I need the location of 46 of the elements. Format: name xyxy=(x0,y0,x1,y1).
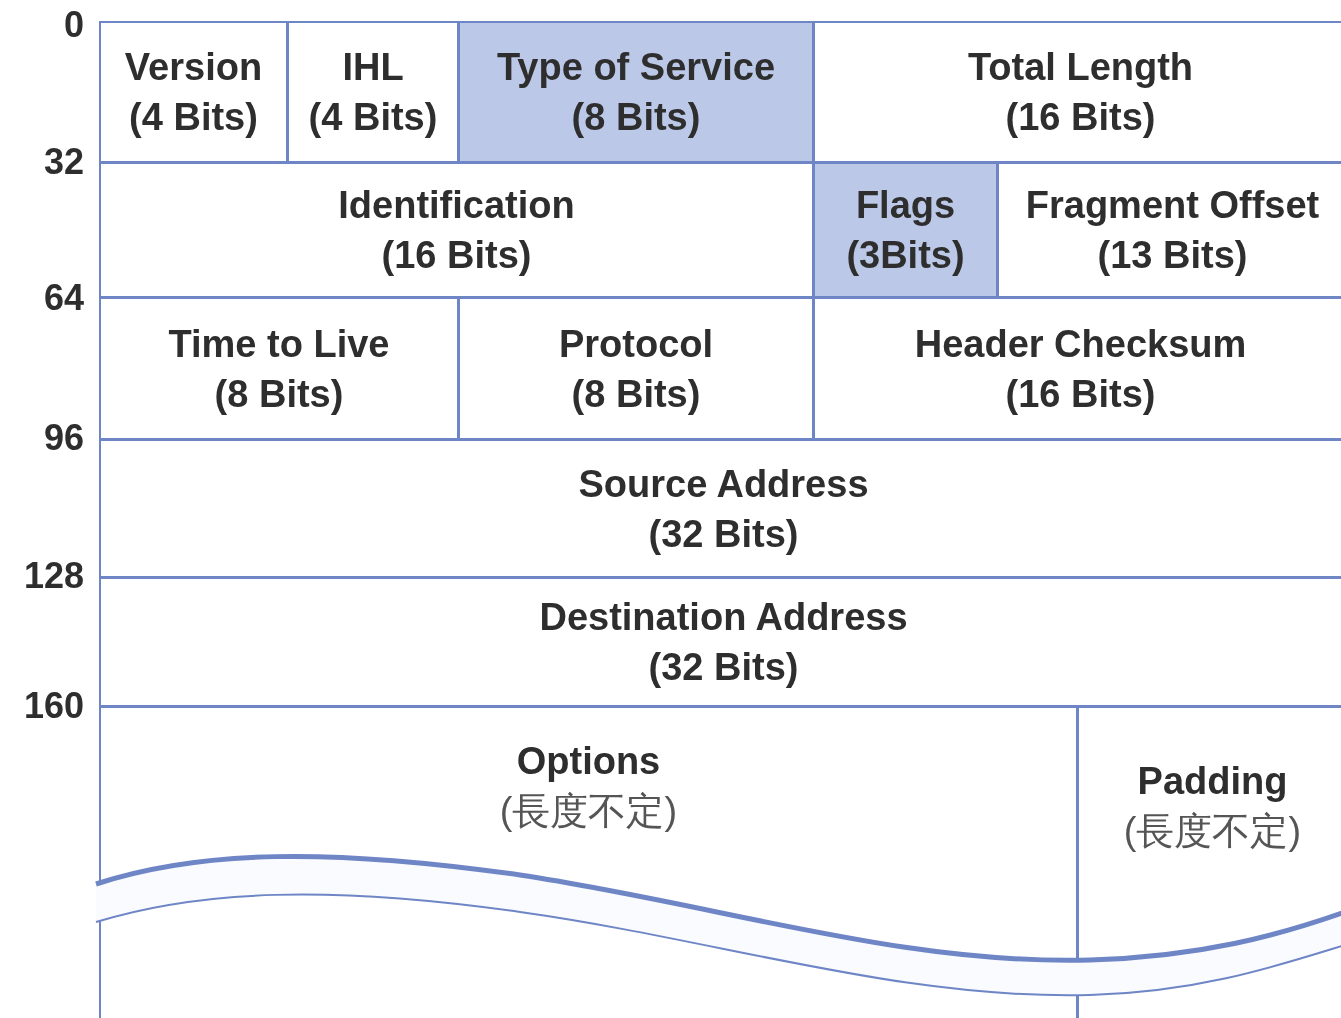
field-size: (32 Bits) xyxy=(648,645,799,690)
field-name: Time to Live xyxy=(168,321,390,367)
header-field-cell xyxy=(458,21,814,163)
field-name: Type of Service xyxy=(496,45,776,90)
field-name: Total Length xyxy=(967,45,1194,90)
header-field-cell xyxy=(99,297,459,440)
header-field-cell xyxy=(99,577,1341,707)
field-name: Header Checksum xyxy=(914,321,1247,367)
field-size: (4 Bits) xyxy=(129,95,258,140)
header-field-cell xyxy=(99,439,1341,578)
field-size: (32 Bits) xyxy=(648,511,799,557)
header-field-cell xyxy=(813,21,1341,163)
field-size: (長度不定) xyxy=(1123,809,1302,854)
field-size: (長度不定) xyxy=(499,789,678,834)
field-name: Identification xyxy=(338,183,575,228)
field-size: (16 Bits) xyxy=(1005,95,1156,140)
field-name: Source Address xyxy=(578,461,869,507)
field-name: Fragment Offset xyxy=(1025,183,1320,228)
field-size: (4 Bits) xyxy=(308,95,438,140)
field-name: Padding xyxy=(1137,759,1288,804)
field-size: (3Bits) xyxy=(846,233,965,278)
header-field-cell xyxy=(99,162,814,298)
bit-offset-label: 128 xyxy=(22,556,84,596)
bit-offset-label: 160 xyxy=(22,686,84,726)
field-name: IHL xyxy=(342,45,404,90)
bit-offset-label: 64 xyxy=(42,278,84,318)
header-field-cell xyxy=(99,21,288,163)
header-field-cell xyxy=(813,297,1341,440)
field-name: Flags xyxy=(855,183,956,228)
field-size: (8 Bits) xyxy=(214,371,344,417)
header-field-cell xyxy=(997,162,1341,298)
field-size: (16 Bits) xyxy=(381,233,532,278)
bit-offset-label: 0 xyxy=(62,5,84,45)
field-name: Version xyxy=(124,45,263,90)
header-field-cell xyxy=(287,21,459,163)
field-name: Options xyxy=(516,739,661,784)
field-size: (8 Bits) xyxy=(571,95,701,140)
bit-offset-label: 32 xyxy=(42,142,84,182)
header-field-cell xyxy=(458,297,814,440)
field-name: Destination Address xyxy=(539,595,908,640)
bit-offset-label: 96 xyxy=(42,418,84,458)
field-size: (13 Bits) xyxy=(1097,233,1248,278)
header-field-cell xyxy=(813,162,998,298)
field-size: (16 Bits) xyxy=(1005,371,1156,417)
field-size: (8 Bits) xyxy=(571,371,701,417)
field-name: Protocol xyxy=(558,321,714,367)
